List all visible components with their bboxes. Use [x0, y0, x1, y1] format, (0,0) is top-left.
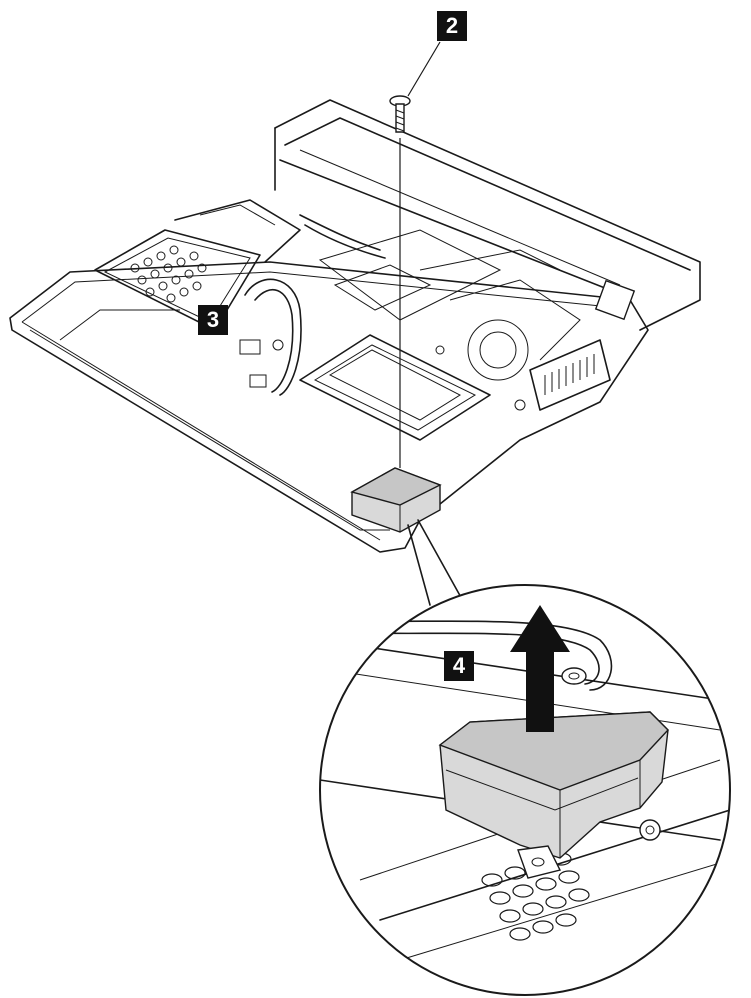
speaker-module-icon: [438, 711, 669, 879]
up-arrow-icon: [510, 605, 570, 732]
system-board: [239, 229, 611, 441]
callout-leader-2: [407, 41, 441, 97]
screw-icon: [389, 95, 411, 133]
step-badge-3: 3: [198, 305, 228, 335]
step-badge-2: 2: [437, 11, 467, 41]
step-badge-4: 4: [444, 651, 474, 681]
antenna-cables: [244, 214, 386, 396]
drive-bay: [94, 199, 301, 331]
detail-view: [319, 584, 731, 996]
speaker-in-place: [350, 467, 442, 533]
laptop-base: [9, 99, 701, 553]
